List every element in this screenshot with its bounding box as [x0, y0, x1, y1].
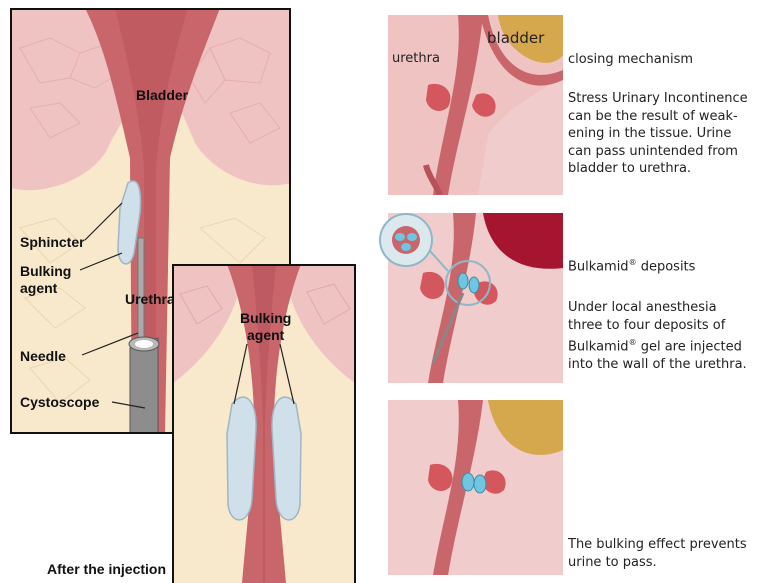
panel-2-line-2: three to four deposits of	[568, 317, 778, 335]
panel-2-line-3-brand: Bulkamid	[568, 339, 629, 354]
panel-3-line-1: The bulking effect prevents	[568, 536, 778, 554]
panel-2-illustration	[378, 213, 563, 383]
label-bulking-agent-2: agent	[20, 280, 57, 296]
panel-2-line-4: into the wall of the urethra.	[568, 356, 778, 374]
inset-caption: After the injection	[47, 561, 166, 577]
label-cystoscope: Cystoscope	[20, 394, 99, 410]
panel-1-line-2: can be the result of weak-	[568, 108, 778, 126]
panel-2-line-3-reg: ®	[629, 338, 637, 347]
panel-1-heading: closing mechanism	[568, 52, 693, 67]
panel-1-line-3: ening in the tissue. Urine	[568, 125, 778, 143]
inset-label-bulking-2: agent	[247, 327, 284, 343]
panel-1-label-bladder: bladder	[487, 29, 544, 47]
label-bulking-agent-1: Bulking	[20, 263, 71, 279]
panel-1-body: Stress Urinary Incontinence can be the r…	[568, 90, 778, 178]
panel-2-line-3-tail: gel are injected	[637, 339, 742, 354]
inset-diagram-frame: Bulking agent	[172, 264, 356, 583]
panel-2-line-1: Under local anesthesia	[568, 299, 778, 317]
panel-1-line-4: can pass unintended from	[568, 143, 778, 161]
panel-2-body: Under local anesthesia three to four dep…	[568, 299, 778, 373]
inset-label-bulking-1: Bulking	[240, 310, 291, 326]
panel-2-heading-tail: deposits	[637, 259, 696, 274]
panel-1-line-1: Stress Urinary Incontinence	[568, 90, 778, 108]
panel-2-heading-reg: ®	[629, 258, 637, 267]
panel-3-illustration	[388, 400, 563, 575]
label-urethra: Urethra	[125, 291, 175, 307]
panel-1-line-5: bladder to urethra.	[568, 160, 778, 178]
label-needle: Needle	[20, 348, 66, 364]
panel-2-line-3: Bulkamid® gel are injected	[568, 334, 778, 356]
panel-3-body: The bulking effect prevents urine to pas…	[568, 536, 778, 571]
label-bladder: Bladder	[136, 87, 188, 103]
panel-2-heading: Bulkamid® deposits	[568, 258, 695, 274]
panel-1-label-urethra: urethra	[392, 51, 440, 66]
panel-3-line-2: urine to pass.	[568, 554, 778, 572]
panel-2-heading-brand: Bulkamid	[568, 259, 629, 274]
label-sphincter: Sphincter	[20, 234, 85, 250]
